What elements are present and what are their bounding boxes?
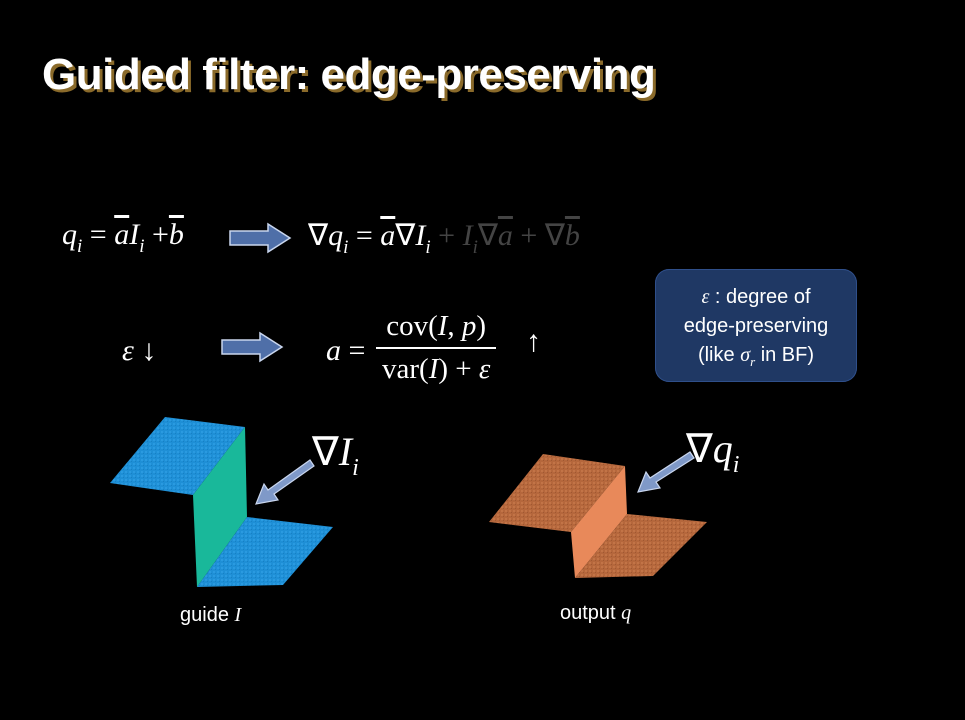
equation-model: qi = aIi +b [62, 218, 184, 257]
increase-arrow: ↑ [526, 325, 541, 358]
implies-arrow-icon [229, 222, 292, 254]
output-caption: output q [560, 602, 632, 624]
equation-gradient: ∇qi = a∇Ii + Ii∇a + ∇b [308, 219, 580, 258]
gradient-I-label: ∇Ii [312, 429, 359, 481]
slide-title: Guided filter: edge-preserving [42, 50, 656, 99]
gradient-q-label: ∇qi [686, 426, 740, 478]
implies-arrow-icon [221, 331, 284, 363]
output-step-surface [489, 454, 707, 578]
epsilon-callout: ε : degree of edge-preserving (like σr i… [655, 269, 857, 382]
epsilon-decrease: ε ↓ [122, 334, 157, 367]
callout-line2: edge-preserving [683, 315, 829, 337]
equation-a-lhs: a = [326, 334, 366, 367]
pointer-arrow-icon [255, 459, 315, 505]
callout-line1: : degree of [714, 286, 811, 308]
guide-caption: guide I [180, 604, 242, 626]
guide-step-surface [110, 417, 333, 587]
callout-line3-prefix: (like [697, 344, 735, 366]
equation-a-fraction: cov(I, p) var(I) + ε [376, 310, 497, 386]
callout-line3-suffix: in BF) [760, 344, 815, 366]
pointer-arrow-icon [637, 451, 695, 493]
